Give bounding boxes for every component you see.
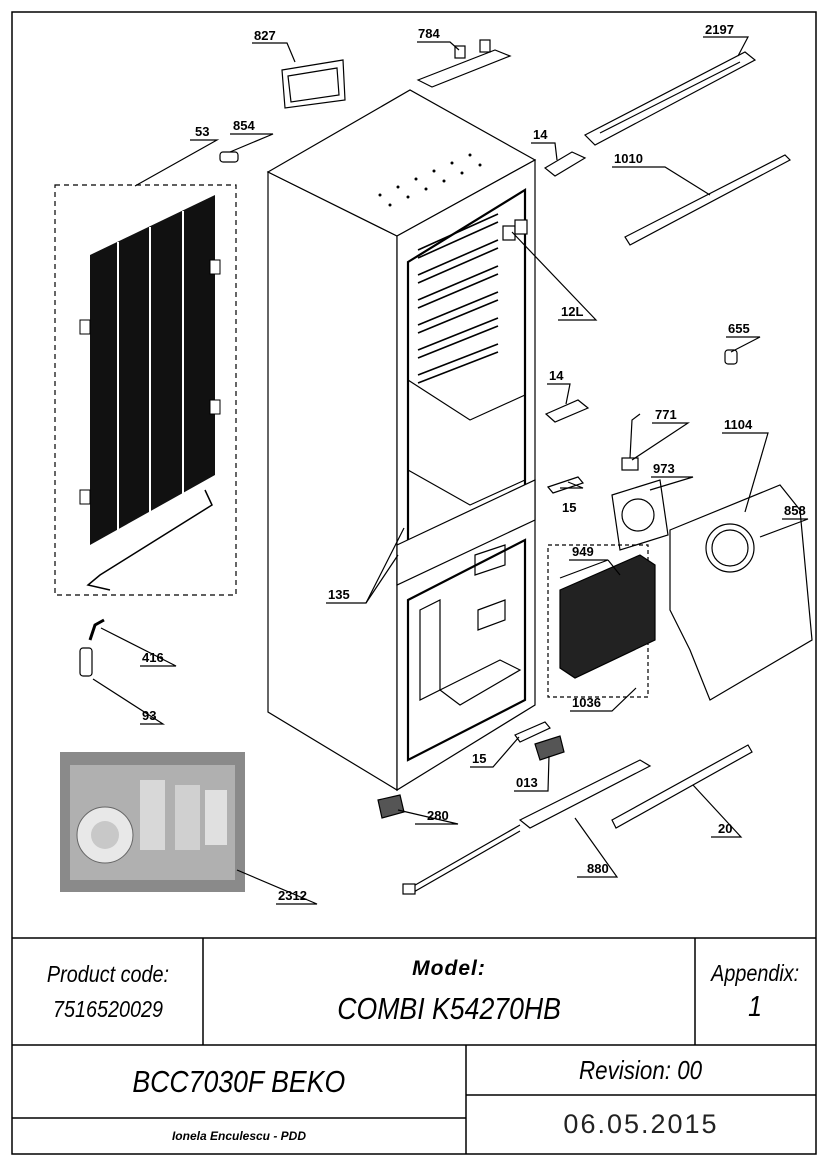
appendix-value: 1	[748, 990, 763, 1023]
part-label-1036: 1036	[572, 695, 601, 710]
part-label-854: 854	[233, 118, 255, 133]
appendix-cell: Appendix: 1	[695, 938, 816, 1045]
code-cell: BCC7030F BEKO	[12, 1045, 466, 1118]
part-label-14-mid: 14	[549, 368, 564, 383]
part-label-12L: 12L	[561, 304, 583, 319]
part-label-2197: 2197	[705, 22, 734, 37]
accessory-bag-image	[60, 752, 245, 892]
part-label-280: 280	[427, 808, 449, 823]
condenser-drawing	[54, 184, 237, 596]
author-cell: Ionela Enculescu - PDD	[12, 1118, 466, 1154]
part-label-135: 135	[328, 587, 350, 602]
date-value: 06.05.2015	[563, 1109, 719, 1139]
part-label-973: 973	[653, 461, 675, 476]
date-cell: 06.05.2015	[466, 1095, 816, 1154]
cabinet-drawing	[266, 89, 537, 792]
part-label-2312: 2312	[278, 888, 307, 903]
part-label-655: 655	[728, 321, 750, 336]
part-label-827: 827	[254, 28, 276, 43]
product-code-label: Product code:	[46, 960, 169, 987]
sheet-border	[11, 11, 817, 1155]
part-label-14-top: 14	[533, 127, 548, 142]
part-label-013: 013	[516, 775, 538, 790]
model-label: Model:	[412, 956, 486, 980]
product-code-value: 7516520029	[52, 995, 163, 1022]
revision-cell: Revision: 00	[466, 1045, 816, 1095]
part-labels: 827 784 2197 53 854 14 1010 12L 655 14 7…	[142, 22, 806, 903]
part-label-949: 949	[572, 544, 594, 559]
part-label-53: 53	[195, 124, 209, 139]
leader-lines	[92, 36, 809, 905]
part-label-784: 784	[418, 26, 440, 41]
author-name: Ionela Enculescu - PDD	[171, 1129, 307, 1143]
small-parts-drawings	[79, 39, 813, 895]
part-label-858: 858	[784, 503, 806, 518]
part-label-20: 20	[718, 821, 732, 836]
model-value: COMBI K54270HB	[337, 990, 561, 1026]
appendix-label: Appendix:	[711, 959, 800, 986]
part-label-93: 93	[142, 708, 156, 723]
part-label-15-right: 15	[562, 500, 576, 515]
part-label-416: 416	[142, 650, 164, 665]
part-label-880: 880	[587, 861, 609, 876]
part-label-1104: 1104	[724, 417, 753, 432]
part-label-1010: 1010	[614, 151, 643, 166]
title-block-grid	[12, 937, 816, 1154]
part-label-15-lower: 15	[472, 751, 486, 766]
revision-value: Revision: 00	[579, 1054, 703, 1085]
product-model-code: BCC7030F BEKO	[132, 1063, 346, 1099]
model-cell: Model: COMBI K54270HB	[203, 938, 695, 1045]
product-code-cell: Product code: 7516520029	[12, 938, 203, 1045]
part-label-771: 771	[655, 407, 677, 422]
